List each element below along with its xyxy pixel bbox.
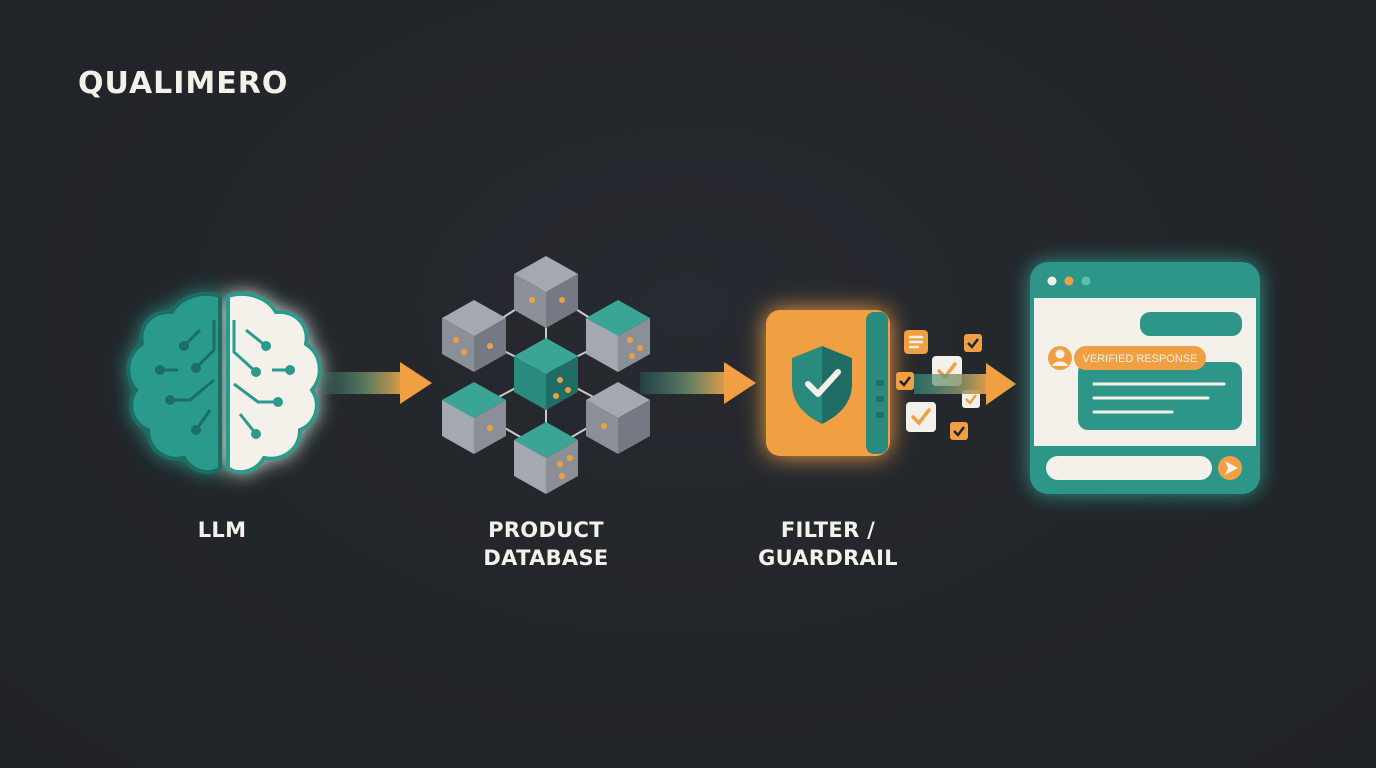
verified-response-badge: VERIFIED RESPONSE [1083,353,1198,365]
db-cube [514,256,578,328]
step-label-llm: LLM [197,518,247,542]
cube-network-icon [442,256,650,494]
step-label-filter-guardrail: FILTER / GUARDRAIL [758,518,898,570]
brand-logo: QUALIMERO [78,66,289,101]
shield-check-icon [766,310,890,456]
brain-circuit-icon [126,292,322,475]
db-cube [586,300,650,372]
db-cube [586,382,650,454]
db-cube [442,382,506,454]
db-cube [514,422,578,494]
flow-arrow-2 [640,362,756,404]
chat-window-icon: VERIFIED RESPONSE [1030,262,1260,494]
db-cube [514,338,578,410]
flow-arrow-1 [320,362,432,404]
step-label-product-database: PRODUCT DATABASE [483,518,609,570]
db-cube [442,300,506,372]
flow-arrow-3 [914,363,1016,405]
